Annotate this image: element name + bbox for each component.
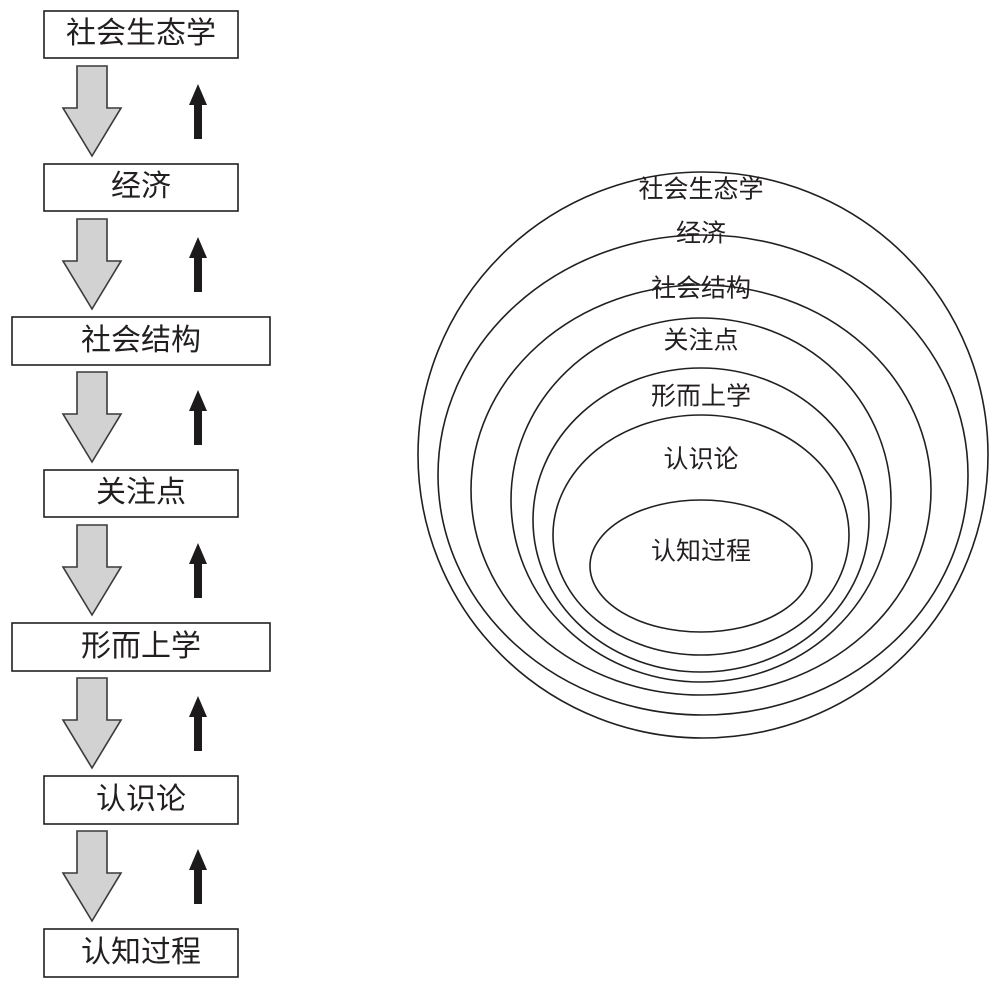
ring-6-label: 认识论	[663, 445, 738, 474]
down-arrow-5	[61, 677, 123, 770]
chain-box-6-label: 认识论	[96, 782, 186, 817]
chain-box-2-label: 经济	[111, 169, 171, 204]
down-arrow-2	[61, 218, 123, 311]
ring-5-label: 形而上学	[651, 382, 751, 411]
hierarchy-chain: 社会生态学 经济 社会结构 关注点 形而上学 认识论 认知过程	[11, 10, 271, 978]
chain-box-2: 经济	[43, 163, 239, 212]
chain-box-4: 关注点	[43, 469, 239, 518]
nested-ellipses: 社会生态学 经济 社会结构 关注点 形而上学 认识论 认知过程	[417, 171, 989, 739]
up-arrow-3	[189, 390, 207, 445]
chain-box-5-label: 形而上学	[81, 629, 201, 664]
up-arrow-5	[189, 696, 207, 751]
ring-7-label: 认知过程	[651, 537, 751, 566]
chain-box-1: 社会生态学	[43, 10, 239, 59]
chain-box-3-label: 社会结构	[81, 323, 201, 358]
up-arrow-4	[189, 543, 207, 598]
down-arrow-1	[61, 65, 123, 158]
chain-box-4-label: 关注点	[96, 475, 186, 510]
ring-3-label: 社会结构	[651, 274, 751, 303]
chain-box-1-label: 社会生态学	[66, 16, 216, 51]
down-arrow-6	[61, 830, 123, 923]
chain-box-7: 认知过程	[43, 928, 239, 978]
ring-7	[589, 499, 813, 633]
ring-2-label: 经济	[676, 219, 726, 248]
chain-box-7-label: 认知过程	[81, 935, 201, 970]
ring-4-label: 关注点	[663, 326, 738, 355]
down-arrow-3	[61, 371, 123, 464]
down-arrow-4	[61, 524, 123, 617]
chain-box-3: 社会结构	[11, 316, 271, 366]
chain-box-6: 认识论	[43, 775, 239, 825]
up-arrow-6	[189, 849, 207, 904]
up-arrow-2	[189, 237, 207, 292]
ring-1-label: 社会生态学	[638, 175, 763, 204]
chain-box-5: 形而上学	[11, 622, 271, 672]
up-arrow-1	[189, 84, 207, 139]
